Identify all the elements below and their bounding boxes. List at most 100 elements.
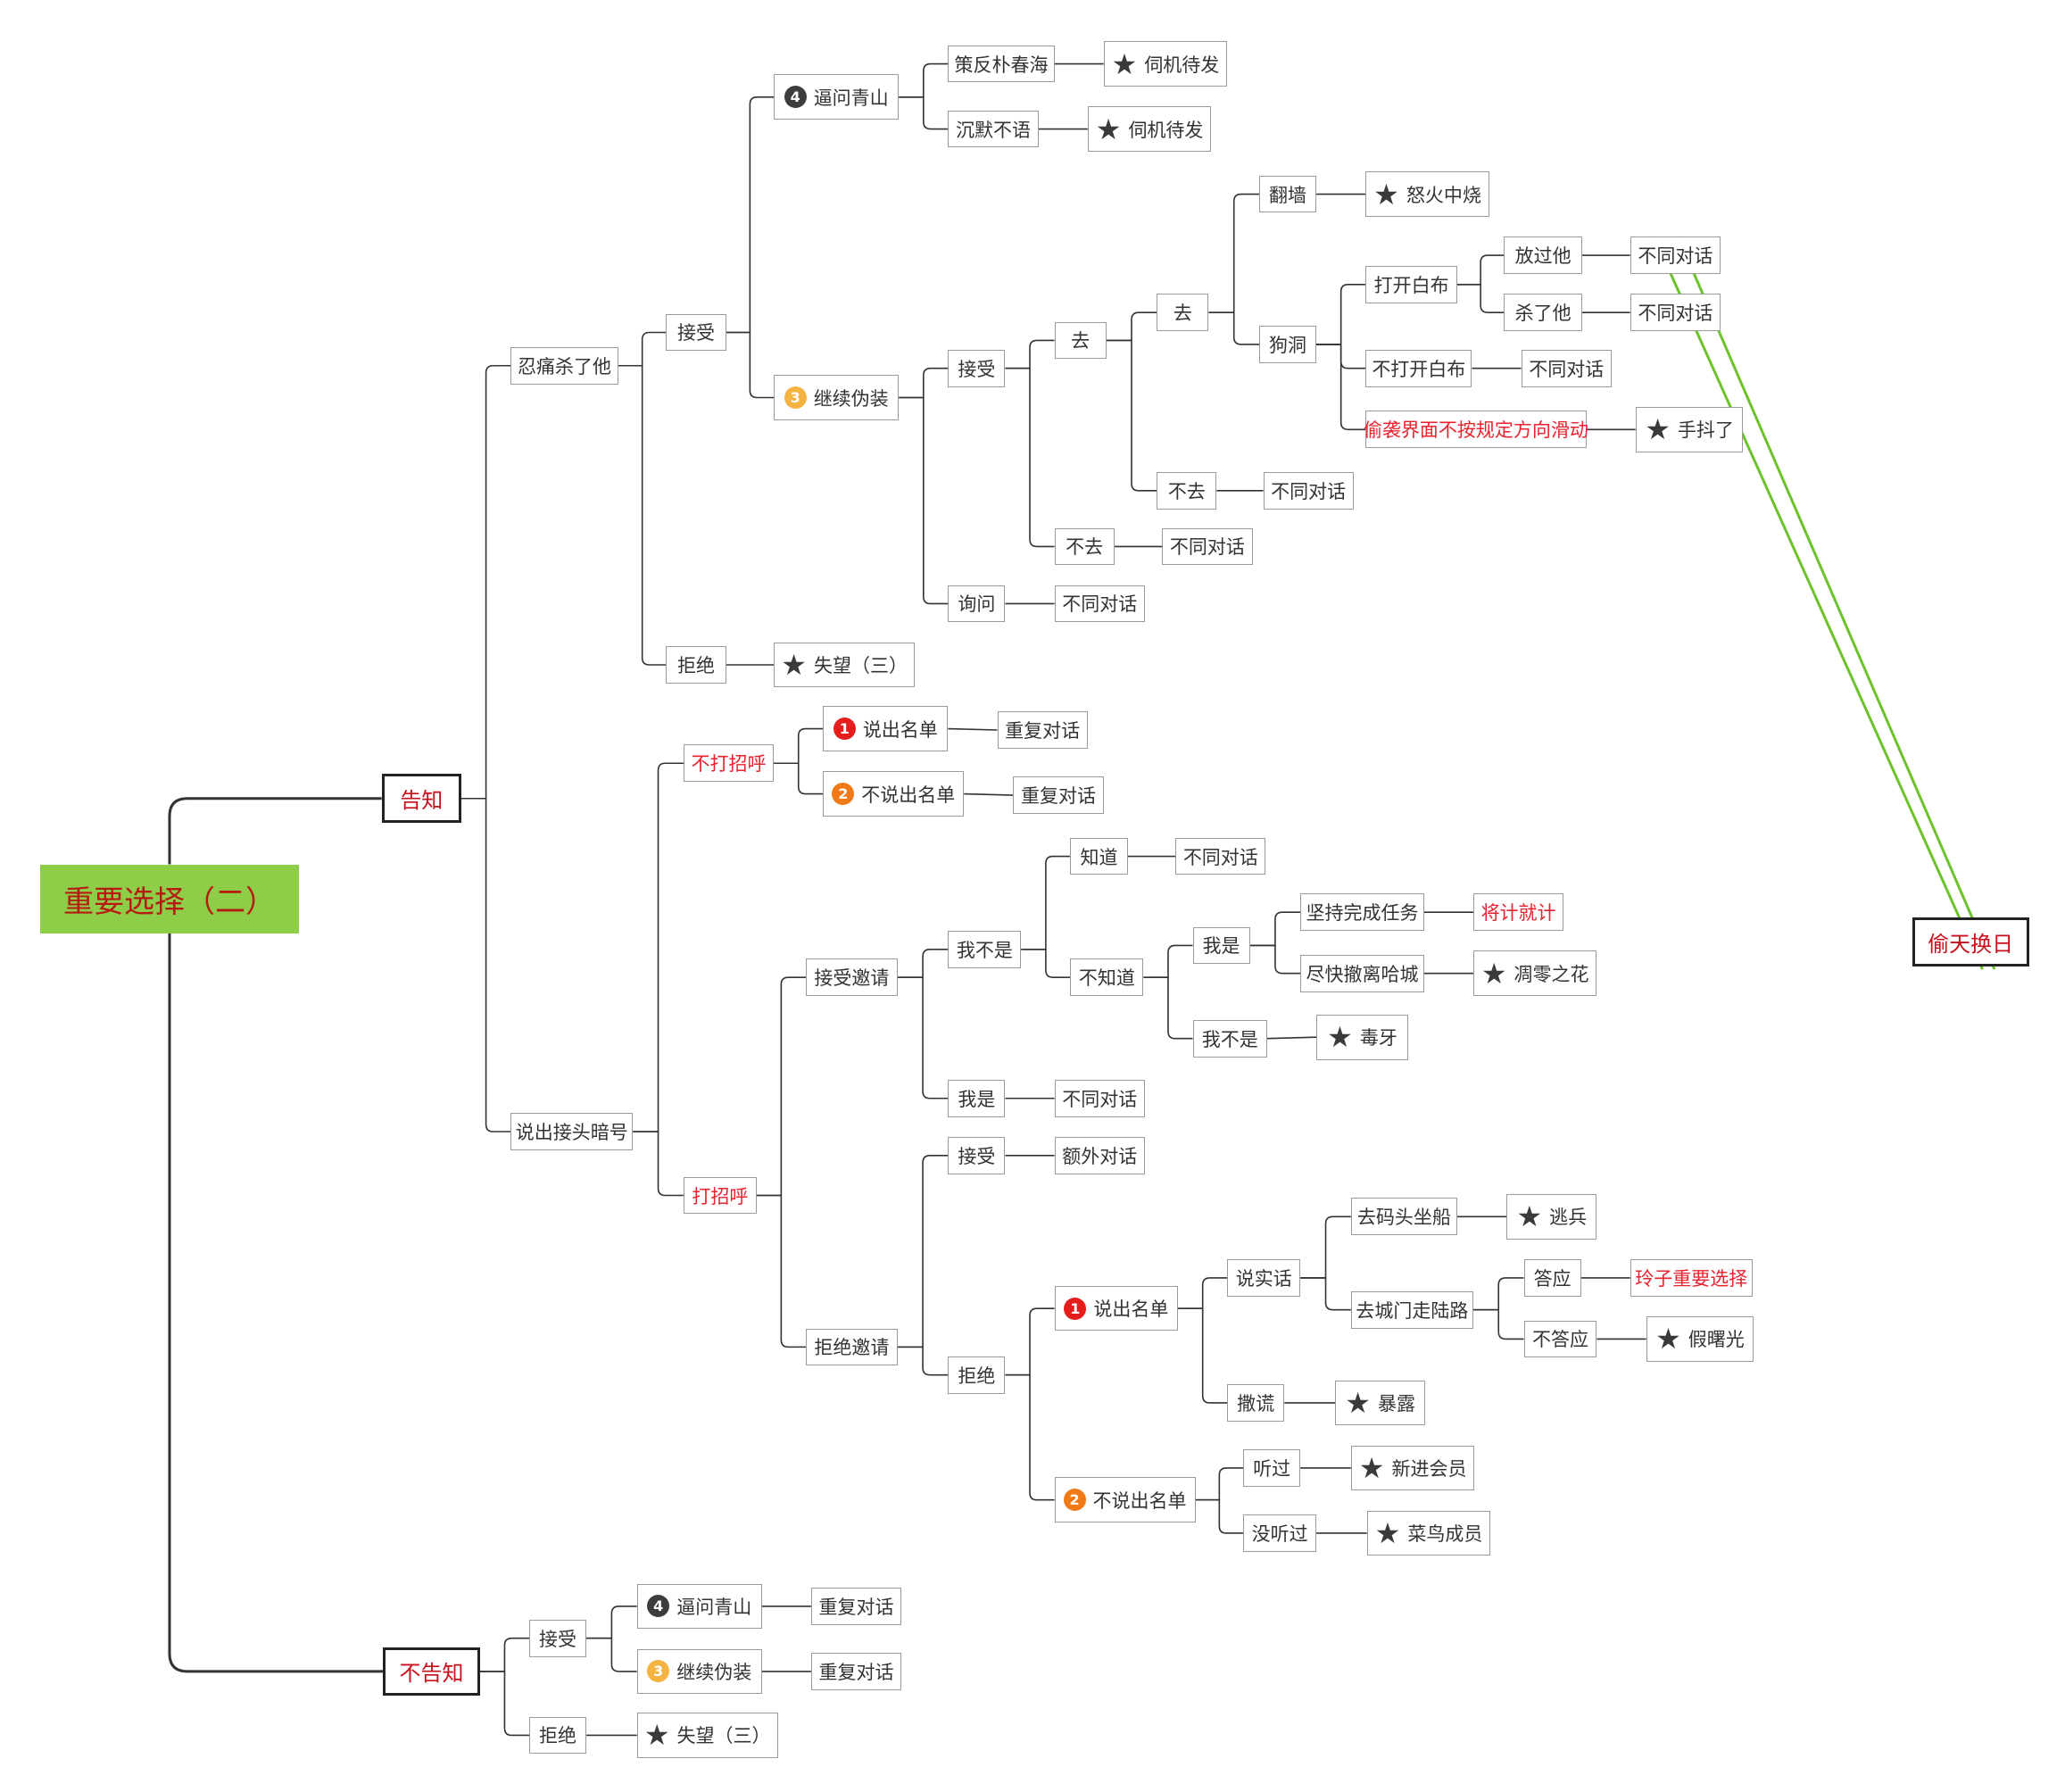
connector-line [1143,944,1193,978]
node-dkbb[interactable]: 打开白布 [1365,266,1458,303]
priority-badge-icon: 4 [647,1595,670,1618]
node-js3[interactable]: 接受 [948,1136,1006,1174]
node-qcmzl[interactable]: 去城门走陆路 [1350,1290,1473,1329]
node-bgz[interactable]: 不告知 [383,1647,480,1696]
node-sjdf2[interactable]: ★伺机待发 [1087,106,1212,152]
node-sh[interactable]: 撒谎 [1227,1384,1285,1422]
node-bdkbb_r[interactable]: 不同对话 [1521,349,1612,387]
node-xw_r[interactable]: 不同对话 [1054,585,1145,623]
node-sdl[interactable]: ★手抖了 [1635,406,1744,452]
node-wbs2[interactable]: 我不是 [1192,1019,1267,1058]
star-icon: ★ [1358,1450,1385,1485]
connector-line [756,1194,806,1348]
node-cmby[interactable]: 沉默不语 [948,110,1039,148]
node-bl1[interactable]: ★暴露 [1334,1380,1426,1426]
node-label: 放过他 [1514,245,1572,268]
node-gd[interactable]: 狗洞 [1259,326,1317,363]
node-bdzh[interactable]: 不打招呼 [683,744,775,783]
node-bdy[interactable]: 不答应 [1523,1320,1597,1358]
node-bzd[interactable]: 不知道 [1070,958,1144,996]
node-jj1[interactable]: 拒绝 [666,646,726,684]
node-tb[interactable]: ★逃兵 [1506,1194,1597,1240]
node-sjdf1[interactable]: ★伺机待发 [1103,41,1228,87]
node-label: 说出接头暗号 [515,1121,628,1143]
node-wbs1[interactable]: 我不是 [948,931,1022,968]
node-label: 伺机待发 [1144,54,1220,76]
node-dy2[interactable]: 答应 [1523,1259,1581,1297]
node-jj3[interactable]: 拒绝 [948,1356,1006,1394]
node-dlzh[interactable]: ★凋零之花 [1472,950,1597,996]
node-fq[interactable]: 翻墙 [1259,175,1317,213]
node-jcwc[interactable]: 坚持完成任务 [1300,893,1424,931]
node-rtsl[interactable]: 忍痛杀了他 [510,346,618,385]
node-label: 听过 [1253,1457,1291,1480]
node-ssh[interactable]: 说实话 [1227,1259,1301,1297]
node-jxwz2_r[interactable]: 重复对话 [810,1653,902,1690]
node-sw1[interactable]: ★失望（三） [774,642,916,688]
node-dy[interactable]: ★毒牙 [1316,1014,1408,1060]
priority-badge-icon: 3 [647,1660,670,1683]
node-jsg[interactable]: ★假曙光 [1646,1316,1754,1362]
node-lzzx[interactable]: 玲子重要选择 [1630,1259,1753,1297]
node-label: 我是 [1202,935,1240,958]
node-label: 拒绝 [539,1725,577,1747]
node-jjyq[interactable]: 拒绝邀请 [805,1328,898,1366]
node-zd[interactable]: 知道 [1070,837,1128,875]
node-sw2[interactable]: ★失望（三） [636,1713,778,1758]
node-jjjj[interactable]: 将计就计 [1472,893,1564,931]
node-cncy[interactable]: ★菜鸟成员 [1366,1510,1491,1556]
node-qmtzc[interactable]: 去码头坐船 [1350,1198,1458,1236]
node-sjth[interactable]: 说出接头暗号 [510,1113,634,1150]
node-label: 接受 [958,358,996,380]
node-bscmd1_r[interactable]: 重复对话 [1013,776,1104,814]
node-dzh[interactable]: 打招呼 [683,1176,757,1215]
node-bq1_r[interactable]: 不同对话 [1162,527,1253,566]
node-q2[interactable]: 去 [1157,294,1209,331]
star-icon: ★ [1374,1515,1401,1550]
node-xjhy[interactable]: ★新进会员 [1350,1445,1475,1491]
node-ws1_r[interactable]: 不同对话 [1054,1079,1145,1117]
node-slt_r[interactable]: 不同对话 [1630,294,1721,331]
node-fgt[interactable]: 放过他 [1504,236,1583,274]
node-nhzs[interactable]: ★怒火中烧 [1365,171,1489,217]
node-js2[interactable]: 接受 [948,349,1006,387]
node-fgt_r[interactable]: 不同对话 [1630,236,1721,274]
node-bdkbb[interactable]: 不打开白布 [1365,349,1472,387]
node-gz[interactable]: 告知 [381,774,462,824]
node-slt[interactable]: 杀了他 [1504,294,1583,331]
node-txjm[interactable]: 偷袭界面不按规定方向滑动 [1364,411,1588,449]
node-jj4[interactable]: 拒绝 [529,1716,587,1755]
node-bq2_r[interactable]: 不同对话 [1263,471,1354,510]
node-cfpch[interactable]: 策反朴春海 [948,45,1055,83]
node-ws1[interactable]: 我是 [948,1079,1006,1117]
node-bq2[interactable]: 不去 [1157,471,1217,510]
node-tg[interactable]: 听过 [1243,1449,1301,1487]
node-label: 失望（三） [676,1725,771,1747]
node-xw[interactable]: 询问 [948,585,1006,623]
node-root[interactable]: 重要选择（二） [39,864,300,933]
node-label: 沉默不语 [956,119,1032,141]
node-js1[interactable]: 接受 [666,313,726,352]
node-bq1[interactable]: 不去 [1054,527,1115,566]
node-q1[interactable]: 去 [1054,321,1107,360]
node-label: 不去 [1167,480,1206,502]
node-mtg[interactable]: 没听过 [1243,1514,1317,1552]
node-zd_r[interactable]: 不同对话 [1175,837,1266,875]
node-jkcl[interactable]: 尽快撤离哈城 [1300,954,1424,992]
node-scmd1_r[interactable]: 重复对话 [997,711,1088,749]
node-label: 重复对话 [1021,785,1097,808]
node-js3_r[interactable]: 额外对话 [1054,1136,1145,1174]
node-tthr[interactable]: 偷天换日 [1912,917,2029,967]
node-jsyq[interactable]: 接受邀请 [805,958,898,996]
node-bwqs2_r[interactable]: 重复对话 [810,1588,902,1625]
node-js4[interactable]: 接受 [529,1619,587,1657]
node-ws2[interactable]: 我是 [1192,926,1250,965]
